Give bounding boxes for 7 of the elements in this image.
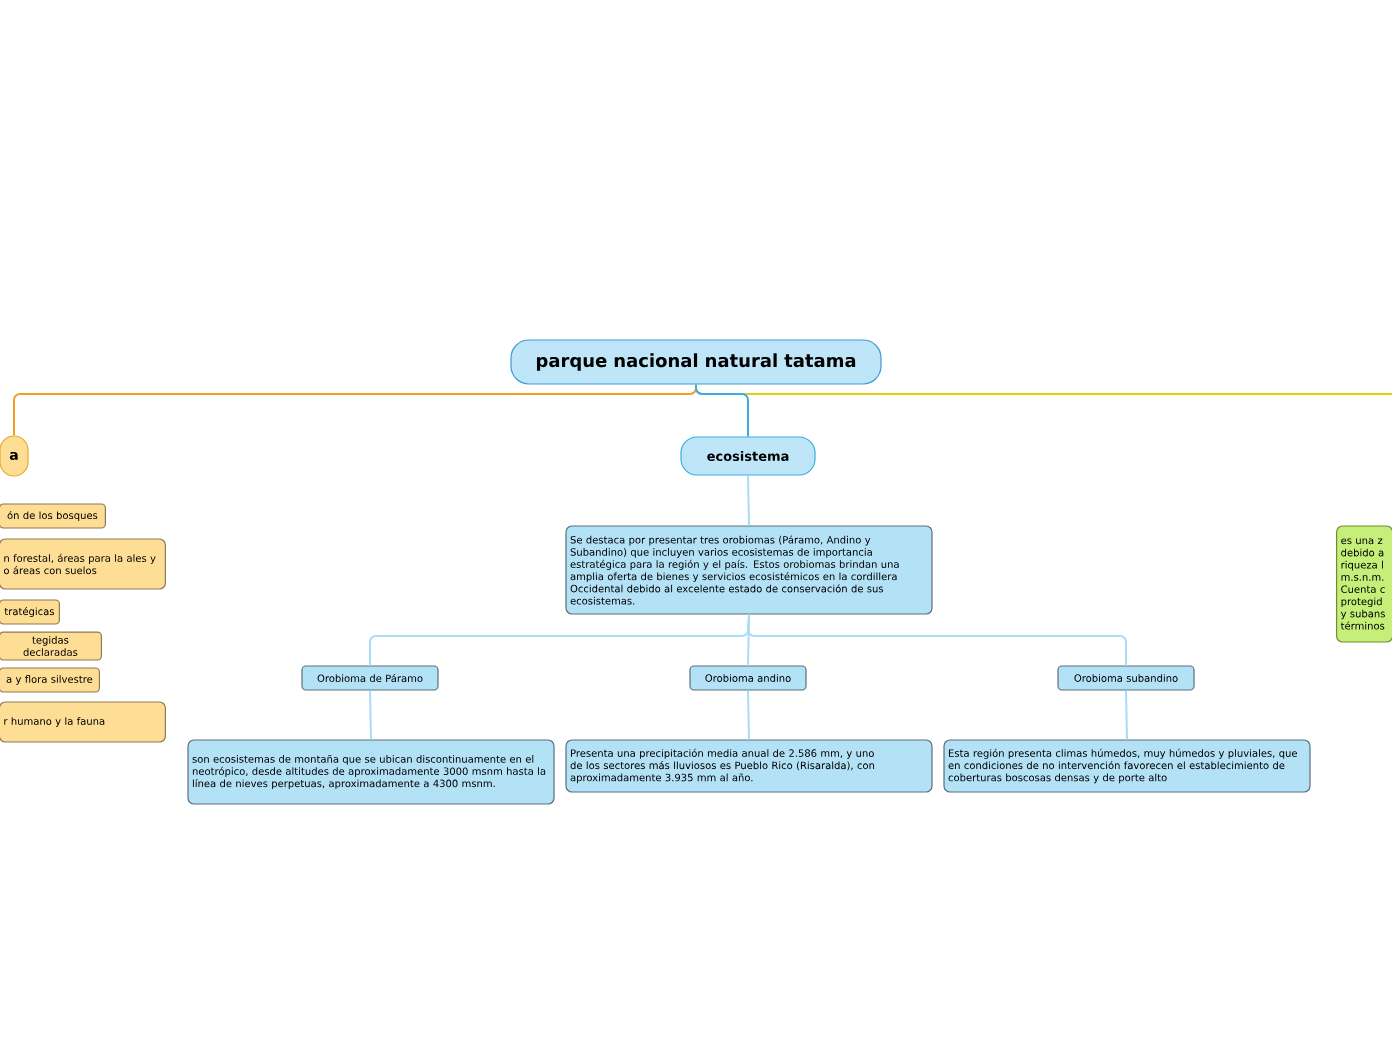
connector-line: [369, 689, 372, 741]
connector-line: [747, 689, 750, 741]
connector-line: [747, 613, 1127, 667]
connector-line: [695, 383, 749, 438]
connector-line: [1125, 689, 1128, 741]
connector-line: [747, 474, 750, 527]
main-topic-box: parque nacional natural tatama: [510, 339, 882, 385]
